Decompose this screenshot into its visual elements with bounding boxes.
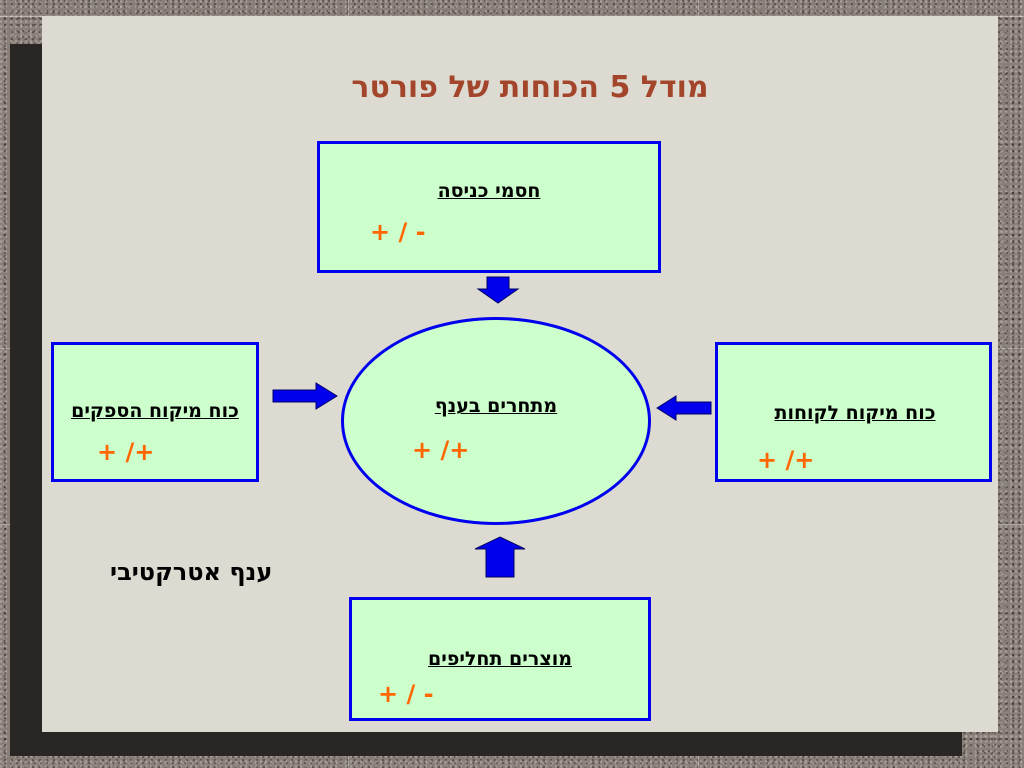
rivalry-ellipse	[341, 317, 651, 525]
suppliers-label: כוח מיקוח הספקים	[71, 400, 239, 422]
substitutes-sign: + / -	[378, 680, 434, 708]
slide-title: מודל 5 הכוחות של פורטר	[351, 70, 709, 105]
arrow-up-icon	[474, 536, 526, 578]
entry-barriers-box	[317, 141, 661, 273]
customers-sign: + /+	[757, 446, 815, 474]
arrow-left-icon	[656, 395, 712, 421]
suppliers-sign: + /+	[97, 438, 155, 466]
rivalry-sign: + /+	[412, 436, 470, 464]
substitutes-label: מוצרים תחליפים	[428, 648, 572, 670]
attractive-industry-note: ענף אטרקטיבי	[110, 558, 273, 586]
customers-box	[715, 342, 992, 482]
suppliers-box	[51, 342, 259, 482]
arrow-right-icon	[272, 382, 338, 410]
entry-barriers-label: חסמי כניסה	[437, 180, 541, 202]
entry-barriers-sign: + / -	[370, 218, 426, 246]
rivalry-label: מתחרים בענף	[434, 395, 558, 417]
arrow-down-icon	[476, 276, 520, 304]
substitutes-box	[349, 597, 651, 721]
customers-label: כוח מיקוח לקוחות	[774, 402, 936, 424]
